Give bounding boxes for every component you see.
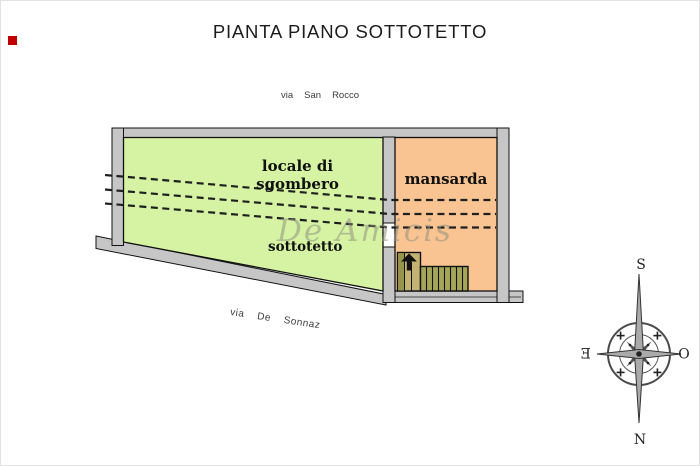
- room-locale-di-sgombero: [122, 136, 384, 292]
- compass-letter-west: O: [678, 347, 689, 363]
- stairs-tread-lines: [425, 267, 464, 291]
- dashed-line-2: [104, 188, 496, 216]
- street-word: San: [304, 90, 322, 101]
- wall-divider-lower: [382, 246, 396, 303]
- compass-letter-east-mirrored: Ǝ: [581, 347, 591, 363]
- stairs-landing-strip: [398, 253, 405, 291]
- street-word: via: [281, 90, 294, 101]
- street-word: Rocco: [332, 90, 359, 101]
- compass-rose: S N Ǝ O: [581, 257, 690, 448]
- wall-right: [496, 127, 510, 303]
- wall-divider-upper: [382, 136, 396, 224]
- page-title: PIANTA PIANO SOTTOTETTO: [212, 21, 488, 42]
- compass-cross-marks: [616, 331, 662, 377]
- room-label-sottotetto: sottotetto: [268, 239, 343, 255]
- wall-bottom-slanted: [95, 235, 387, 306]
- compass-dots: [628, 343, 650, 365]
- stairs-up-arrow-stem: [406, 261, 412, 271]
- street-word: Sonnaz: [282, 314, 322, 332]
- dashed-line-3: [104, 202, 496, 229]
- compass-center-dot: [636, 351, 642, 357]
- wall-left: [111, 127, 124, 246]
- compass-letter-north: N: [634, 432, 646, 448]
- street-label-san-rocco: via San Rocco: [281, 90, 370, 101]
- street-word: De: [256, 311, 272, 324]
- red-corner-marker: [8, 36, 17, 45]
- room-label-locale-di-sgombero: locale di sgombero: [256, 157, 339, 193]
- wall-top: [111, 127, 510, 138]
- street-word: via: [229, 307, 246, 320]
- compass-needle-vertical: [633, 273, 645, 424]
- room-label-mansarda: mansarda: [404, 170, 488, 188]
- watermark-text: De Amicis: [277, 213, 453, 249]
- stairs-up-arrow-icon: [401, 253, 417, 262]
- floor-plan-drawing: [95, 127, 524, 306]
- dashed-line-1: [104, 173, 496, 202]
- staircase: [396, 251, 469, 292]
- compass-letter-south: S: [636, 257, 646, 273]
